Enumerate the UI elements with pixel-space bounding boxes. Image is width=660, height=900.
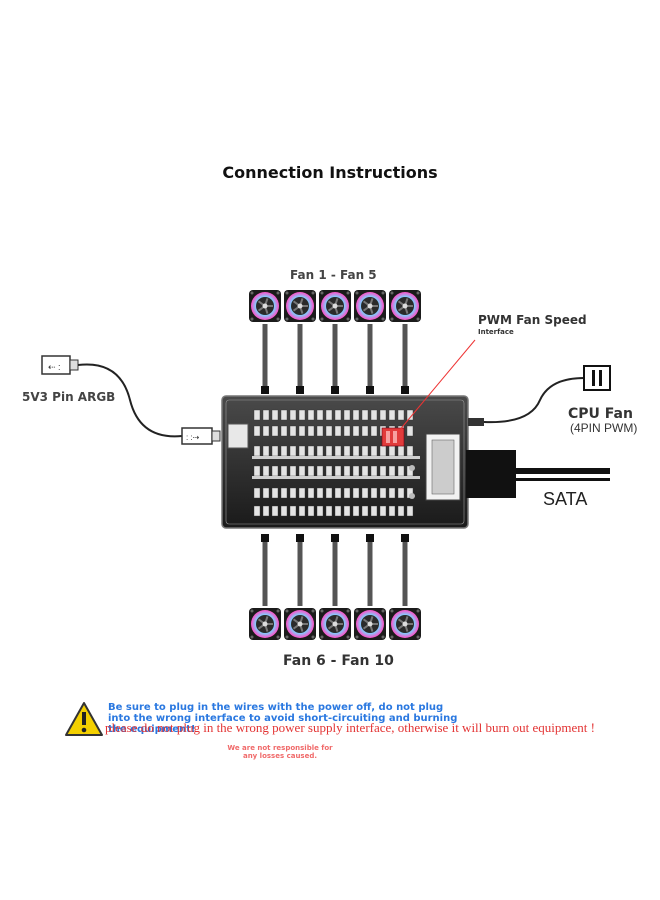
fan-cable (332, 538, 338, 606)
warning-line-3: We are not responsible for any losses ca… (227, 744, 333, 760)
pwm-label: PWM Fan Speed (478, 313, 587, 327)
page-title: Connection Instructions (222, 163, 438, 182)
argb-cable: ⇠ : : :⇢ (41, 355, 221, 445)
rgb-fan-bottom-9 (354, 608, 386, 640)
fan-cable (262, 324, 268, 390)
warning-line-1: Be sure to plug in the wires with the po… (108, 702, 458, 735)
top-fans-label: Fan 1 - Fan 5 (290, 268, 377, 282)
rgb-fan-top-3 (319, 290, 351, 322)
rgb-fan-top-5 (389, 290, 421, 322)
cpu-fan-cable (468, 365, 611, 426)
fan-cable (297, 324, 303, 390)
rgb-fan-bottom-10 (389, 608, 421, 640)
fan-cable (297, 538, 303, 606)
bottom-fans-label: Fan 6 - Fan 10 (283, 653, 394, 669)
argb-label: 5V3 Pin ARGB (22, 390, 116, 404)
fan-cable (262, 538, 268, 606)
rgb-fan-bottom-6 (249, 608, 281, 640)
rgb-fan-top-1 (249, 290, 281, 322)
fan-cable (402, 324, 408, 390)
fan-cable (332, 324, 338, 390)
sata-cable (466, 450, 610, 498)
rgb-fan-top-4 (354, 290, 386, 322)
svg-text:: :⇢: : :⇢ (186, 433, 200, 442)
pwm-pointer-line (397, 339, 476, 433)
svg-text:⇠ :: ⇠ : (48, 362, 61, 372)
fan-cable (367, 324, 373, 390)
pwm-sublabel: Interface (478, 328, 514, 336)
fan-cable (367, 538, 373, 606)
warning-triangle-icon (65, 702, 103, 736)
rgb-fan-bottom-8 (319, 608, 351, 640)
top-fan-group (249, 290, 421, 394)
hub-board (221, 395, 469, 529)
sata-label: SATA (543, 489, 588, 509)
cpu-fan-label: CPU Fan (568, 406, 633, 422)
fan-cable (402, 538, 408, 606)
cpu-fan-sublabel: (4PIN PWM) (570, 421, 638, 435)
warning-line-2: please do not plug in the wrong power su… (105, 720, 595, 735)
bottom-fan-group (249, 534, 421, 640)
rgb-fan-bottom-7 (284, 608, 316, 640)
rgb-fan-top-2 (284, 290, 316, 322)
